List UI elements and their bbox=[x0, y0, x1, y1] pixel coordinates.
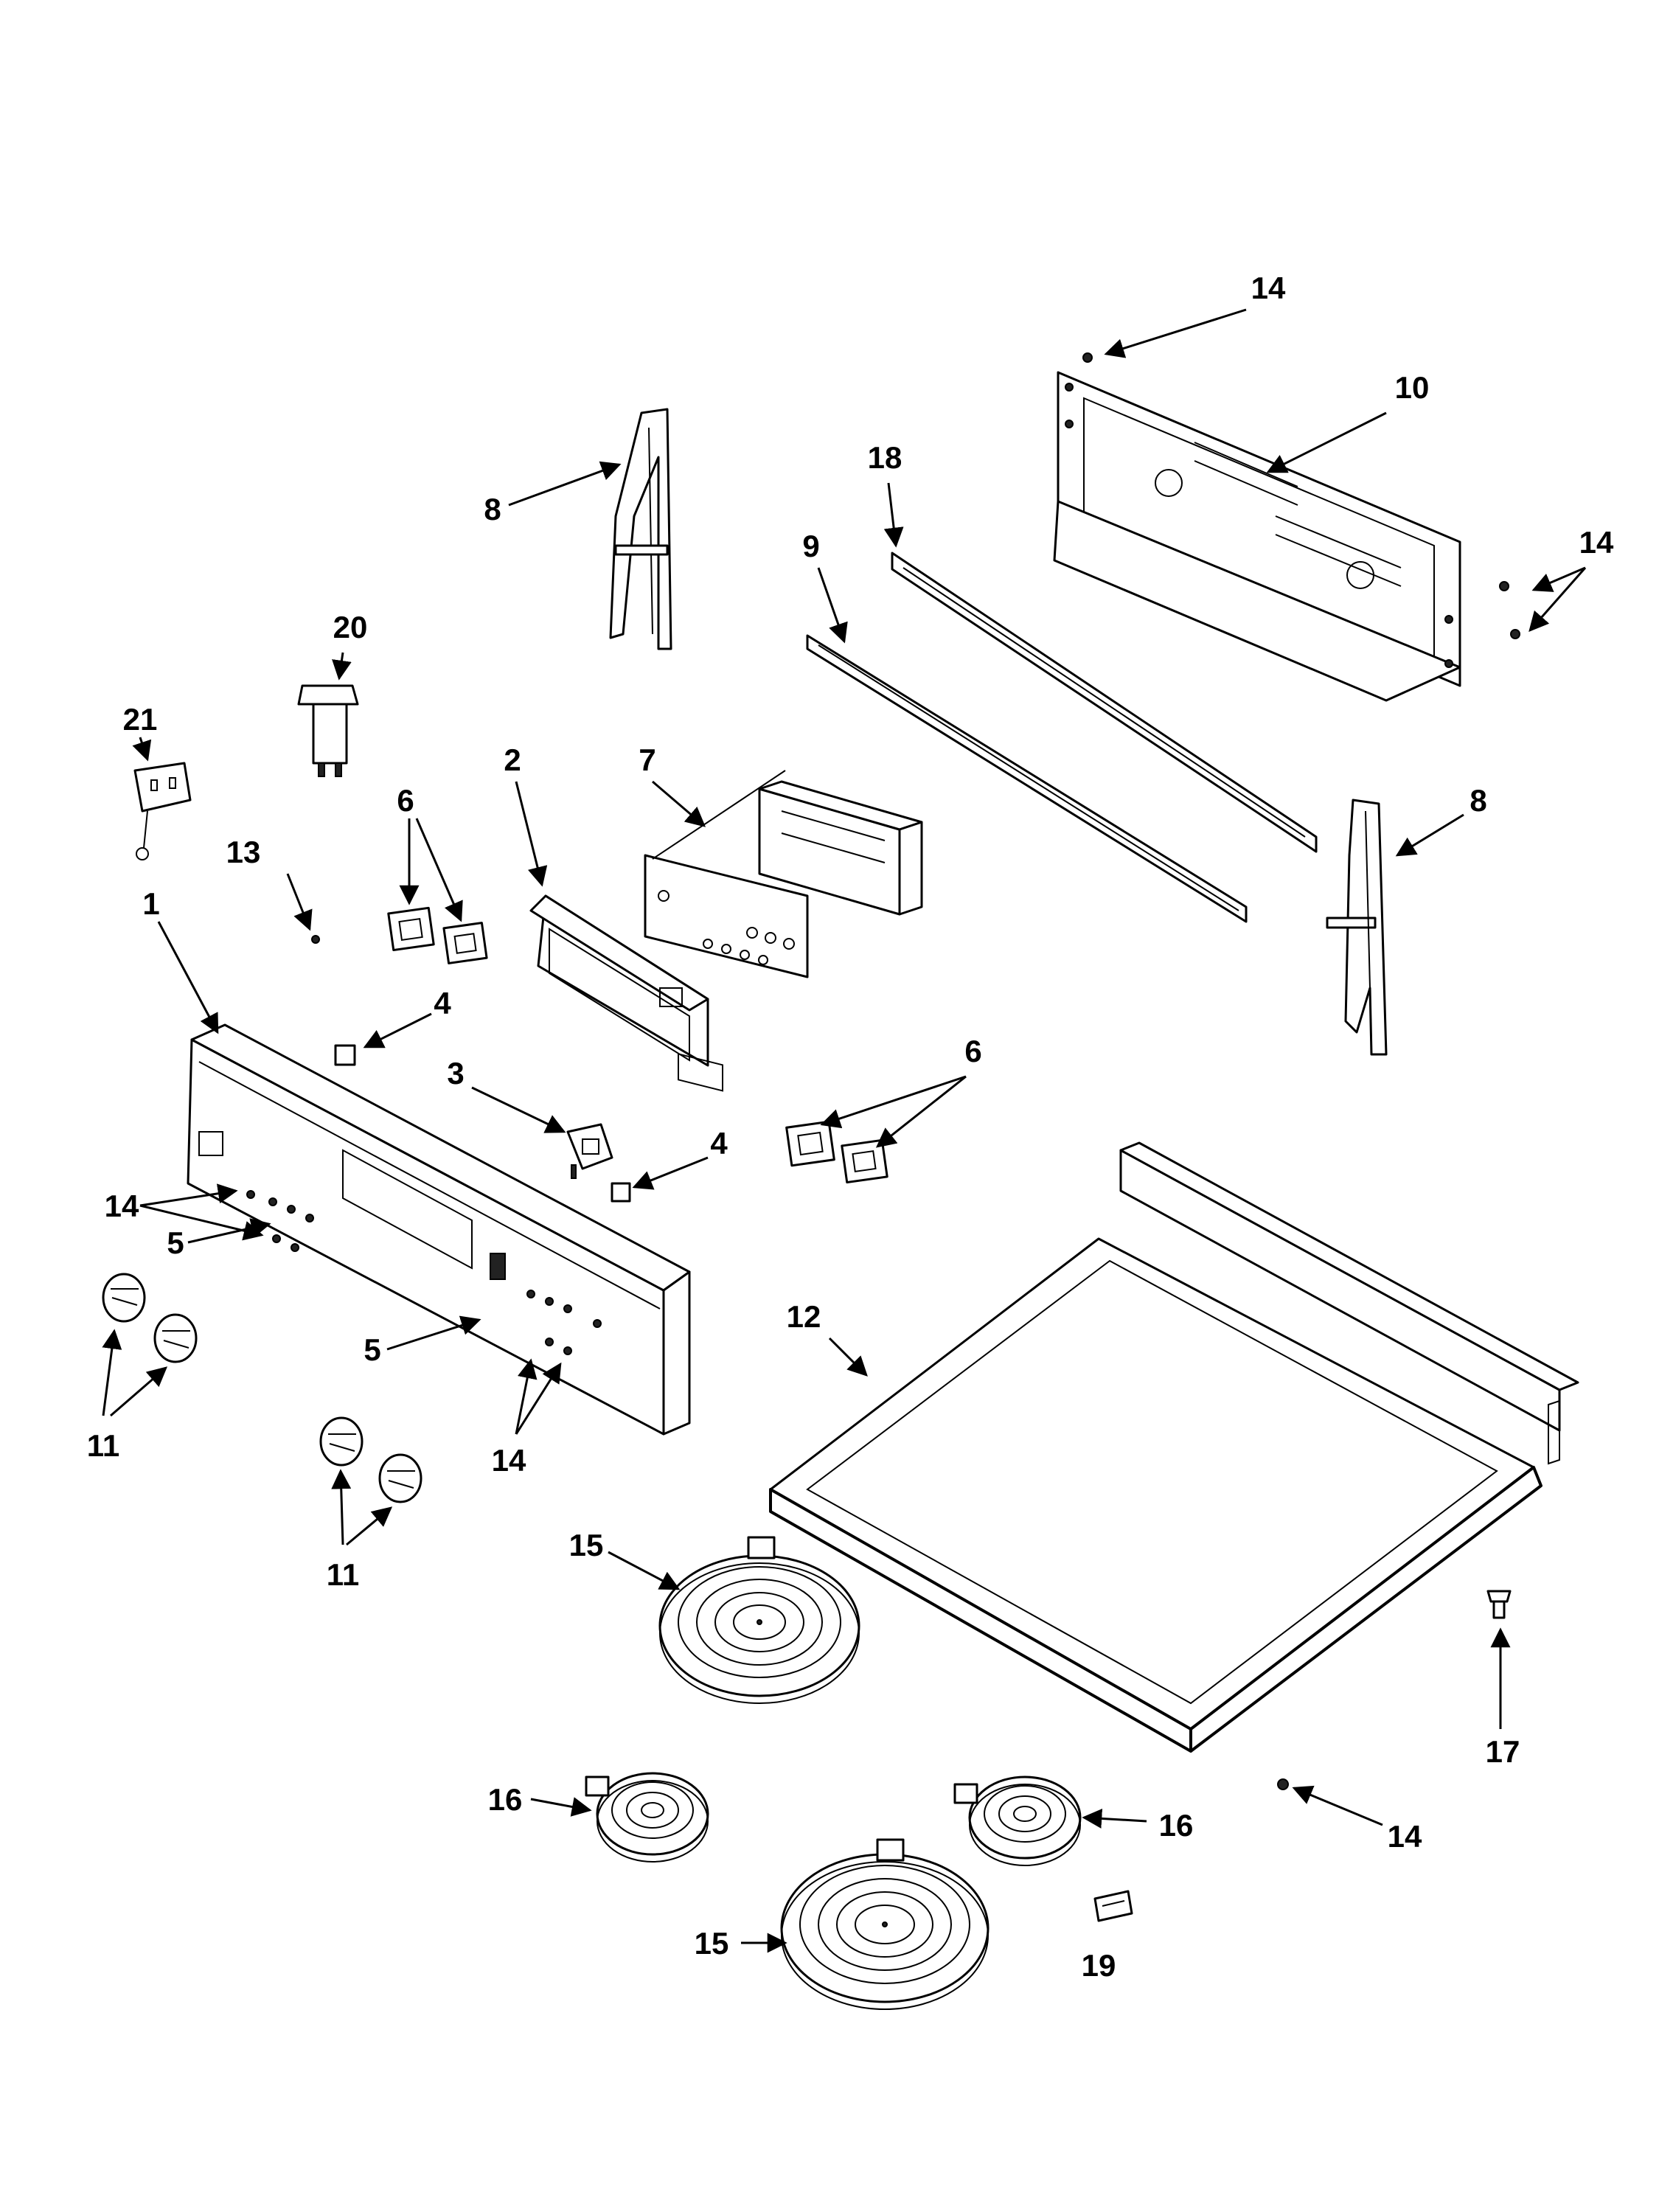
side-bracket-part-8-left bbox=[609, 408, 672, 650]
indicator-part-4 bbox=[334, 1044, 631, 1203]
callout-14: 14 bbox=[1388, 1819, 1422, 1854]
outlet-part-21 bbox=[133, 762, 192, 860]
callout-2: 2 bbox=[504, 742, 521, 777]
callout-14: 14 bbox=[1251, 271, 1286, 305]
callout-11: 11 bbox=[327, 1557, 359, 1592]
callout-8: 8 bbox=[1470, 783, 1486, 818]
callout-17: 17 bbox=[1486, 1734, 1520, 1769]
callout-15: 15 bbox=[695, 1926, 729, 1961]
callout-14: 14 bbox=[1579, 525, 1614, 560]
callout-14: 14 bbox=[492, 1443, 526, 1478]
callout-1: 1 bbox=[142, 886, 159, 921]
callout-19: 19 bbox=[1082, 1948, 1116, 1983]
rear-panel-part-10 bbox=[1053, 371, 1461, 702]
side-bracket-part-8-right bbox=[1326, 799, 1388, 1056]
screws-part-14 bbox=[1082, 352, 1520, 1790]
callout-21: 21 bbox=[123, 702, 158, 737]
callout-11: 11 bbox=[87, 1428, 119, 1463]
callout-13: 13 bbox=[226, 835, 261, 869]
callout-5: 5 bbox=[167, 1225, 184, 1260]
burner-element-part-15-lower bbox=[780, 1838, 990, 2010]
callout-4: 4 bbox=[434, 986, 451, 1020]
trim-strip-part-9 bbox=[806, 634, 1248, 923]
switch-part-3 bbox=[566, 1123, 613, 1179]
callout-20: 20 bbox=[333, 610, 368, 644]
cooktop-part-12 bbox=[769, 1141, 1579, 1753]
control-board-part-7 bbox=[644, 770, 923, 1092]
callout-5: 5 bbox=[364, 1332, 380, 1367]
callout-18: 18 bbox=[868, 440, 902, 475]
callout-15: 15 bbox=[569, 1528, 604, 1562]
callout-6: 6 bbox=[964, 1034, 981, 1068]
callout-4: 4 bbox=[710, 1126, 728, 1161]
screw-part-13 bbox=[311, 935, 320, 944]
callout-10: 10 bbox=[1395, 370, 1430, 405]
callout-labels: 14 10 14 18 9 8 8 20 21 13 6 2 7 1 4 3 4… bbox=[87, 271, 1614, 1983]
switch-part-6-lower bbox=[785, 1120, 888, 1184]
clip-part-19 bbox=[1093, 1890, 1133, 1922]
leader-lines bbox=[102, 308, 1587, 1953]
callout-6: 6 bbox=[397, 783, 414, 818]
burner-element-part-16-left bbox=[585, 1772, 709, 1863]
trim-strip-part-18 bbox=[891, 552, 1318, 853]
callout-8: 8 bbox=[484, 492, 501, 526]
component-part-20 bbox=[297, 684, 359, 777]
callout-12: 12 bbox=[787, 1299, 821, 1334]
callout-16: 16 bbox=[488, 1782, 523, 1817]
burner-element-part-15-upper bbox=[658, 1536, 860, 1704]
callout-14: 14 bbox=[105, 1189, 139, 1223]
control-panel-part-1 bbox=[187, 1023, 691, 1436]
burner-element-part-16-right bbox=[953, 1775, 1082, 1866]
display-bezel-part-2 bbox=[529, 894, 709, 1067]
fastener-part-17 bbox=[1486, 1590, 1512, 1619]
knob-part-11-right bbox=[319, 1416, 422, 1503]
knob-part-11-left bbox=[102, 1273, 198, 1363]
callout-9: 9 bbox=[802, 529, 819, 563]
callout-16: 16 bbox=[1159, 1808, 1194, 1843]
callout-3: 3 bbox=[447, 1056, 464, 1091]
callout-7: 7 bbox=[639, 742, 655, 777]
switch-part-6-upper bbox=[387, 906, 488, 964]
